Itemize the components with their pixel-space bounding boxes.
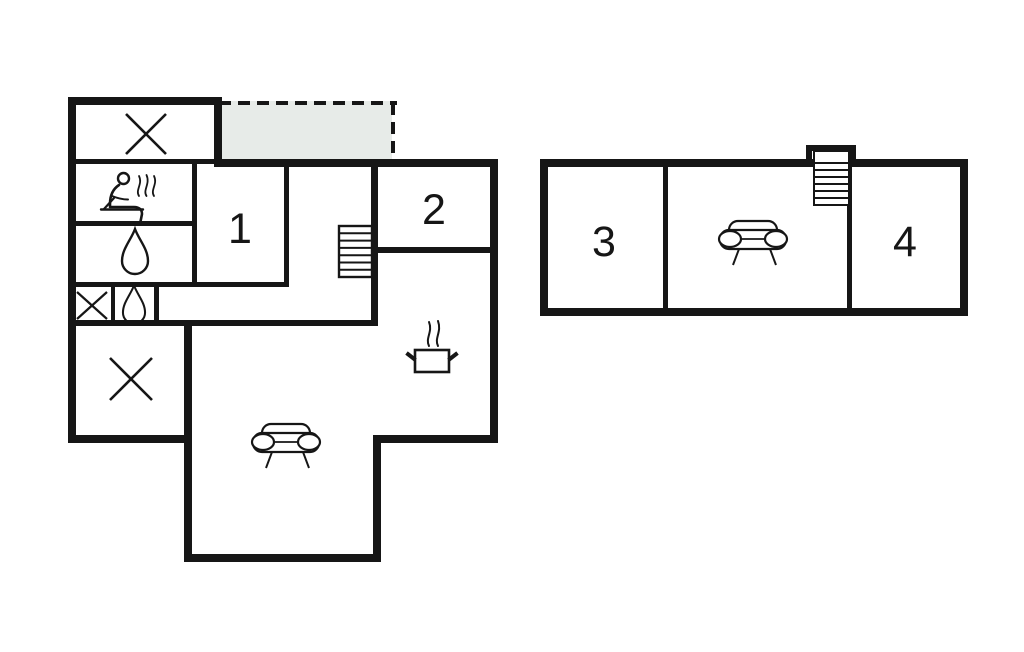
upper-floor-walls <box>540 145 968 316</box>
terrace-area <box>219 101 397 161</box>
water-drop-small-icon <box>121 284 147 325</box>
sofa-icon <box>250 422 322 470</box>
stairs-icon <box>813 150 850 206</box>
cross-small-icon <box>76 291 108 320</box>
ground-floor-plan: 1 2 <box>68 97 498 562</box>
room-3-label: 3 <box>592 218 616 266</box>
stairs-icon <box>337 224 374 279</box>
room-1-label: 1 <box>228 205 252 253</box>
sauna-icon <box>99 171 157 223</box>
cross-large-icon <box>109 357 153 401</box>
upper-floor-plan: 3 4 <box>540 145 968 316</box>
water-drop-icon <box>120 227 150 276</box>
ground-floor-walls <box>68 97 498 562</box>
room-4-label: 4 <box>893 218 917 266</box>
room-2-label: 2 <box>422 186 446 234</box>
stove-pot-icon <box>405 320 459 374</box>
cross-icon <box>125 113 167 155</box>
sofa-icon <box>717 219 789 267</box>
